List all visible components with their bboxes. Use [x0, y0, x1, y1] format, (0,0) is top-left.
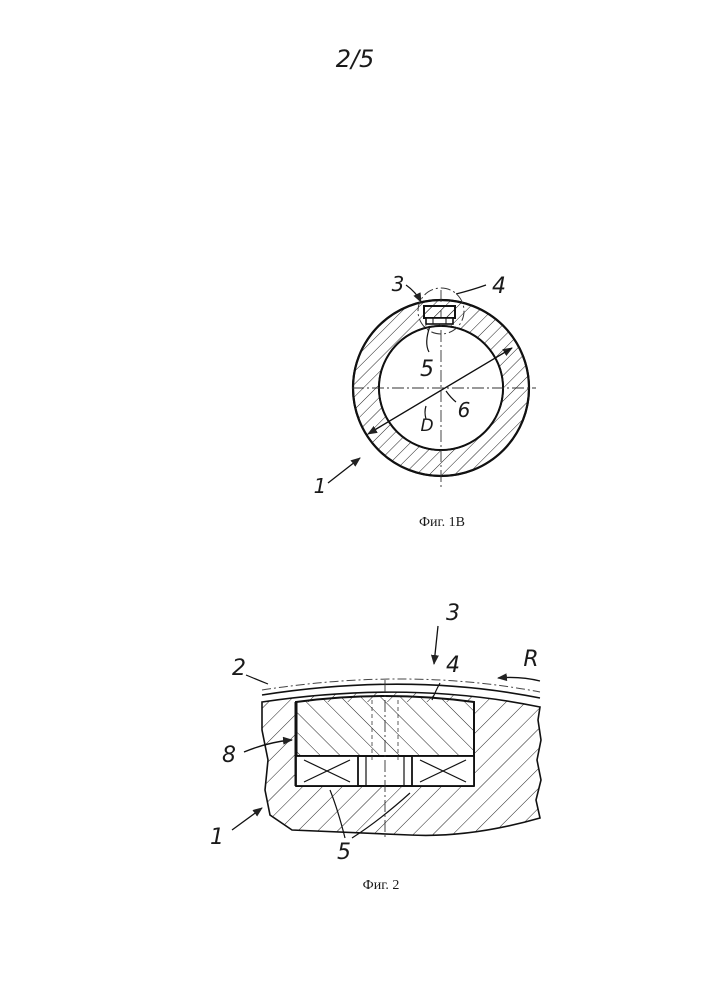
label-5: 5: [337, 840, 351, 865]
label-3: 3: [392, 272, 405, 296]
figure-2: 3 4 2 R 8 1 5 Фиг. 2: [210, 601, 541, 893]
figure-1b: 3 4 5 6 D 1 Фиг. 1B: [314, 272, 536, 530]
label-3: 3: [446, 601, 460, 626]
label-D: D: [420, 416, 433, 436]
leader-1: [328, 458, 360, 483]
insert-block-4: [424, 306, 455, 318]
label-8: 8: [222, 743, 236, 768]
label-R: R: [523, 647, 538, 672]
label-1: 1: [314, 474, 327, 498]
page-number: 2/5: [336, 45, 375, 73]
leader-1: [232, 808, 262, 830]
leader-3: [434, 626, 438, 664]
label-2: 2: [232, 656, 246, 681]
label-4: 4: [492, 274, 506, 299]
leader-2: [246, 675, 268, 684]
label-1: 1: [210, 825, 224, 850]
label-5: 5: [420, 357, 434, 382]
caption-fig-2: Фиг. 2: [363, 878, 400, 893]
support-element-5: [426, 318, 453, 324]
label-4: 4: [446, 653, 460, 678]
rotation-arrow-R: [498, 677, 540, 681]
leader-3: [406, 285, 421, 302]
caption-fig-1b: Фиг. 1B: [419, 515, 465, 530]
leader-4: [456, 285, 486, 294]
label-6: 6: [458, 398, 471, 422]
